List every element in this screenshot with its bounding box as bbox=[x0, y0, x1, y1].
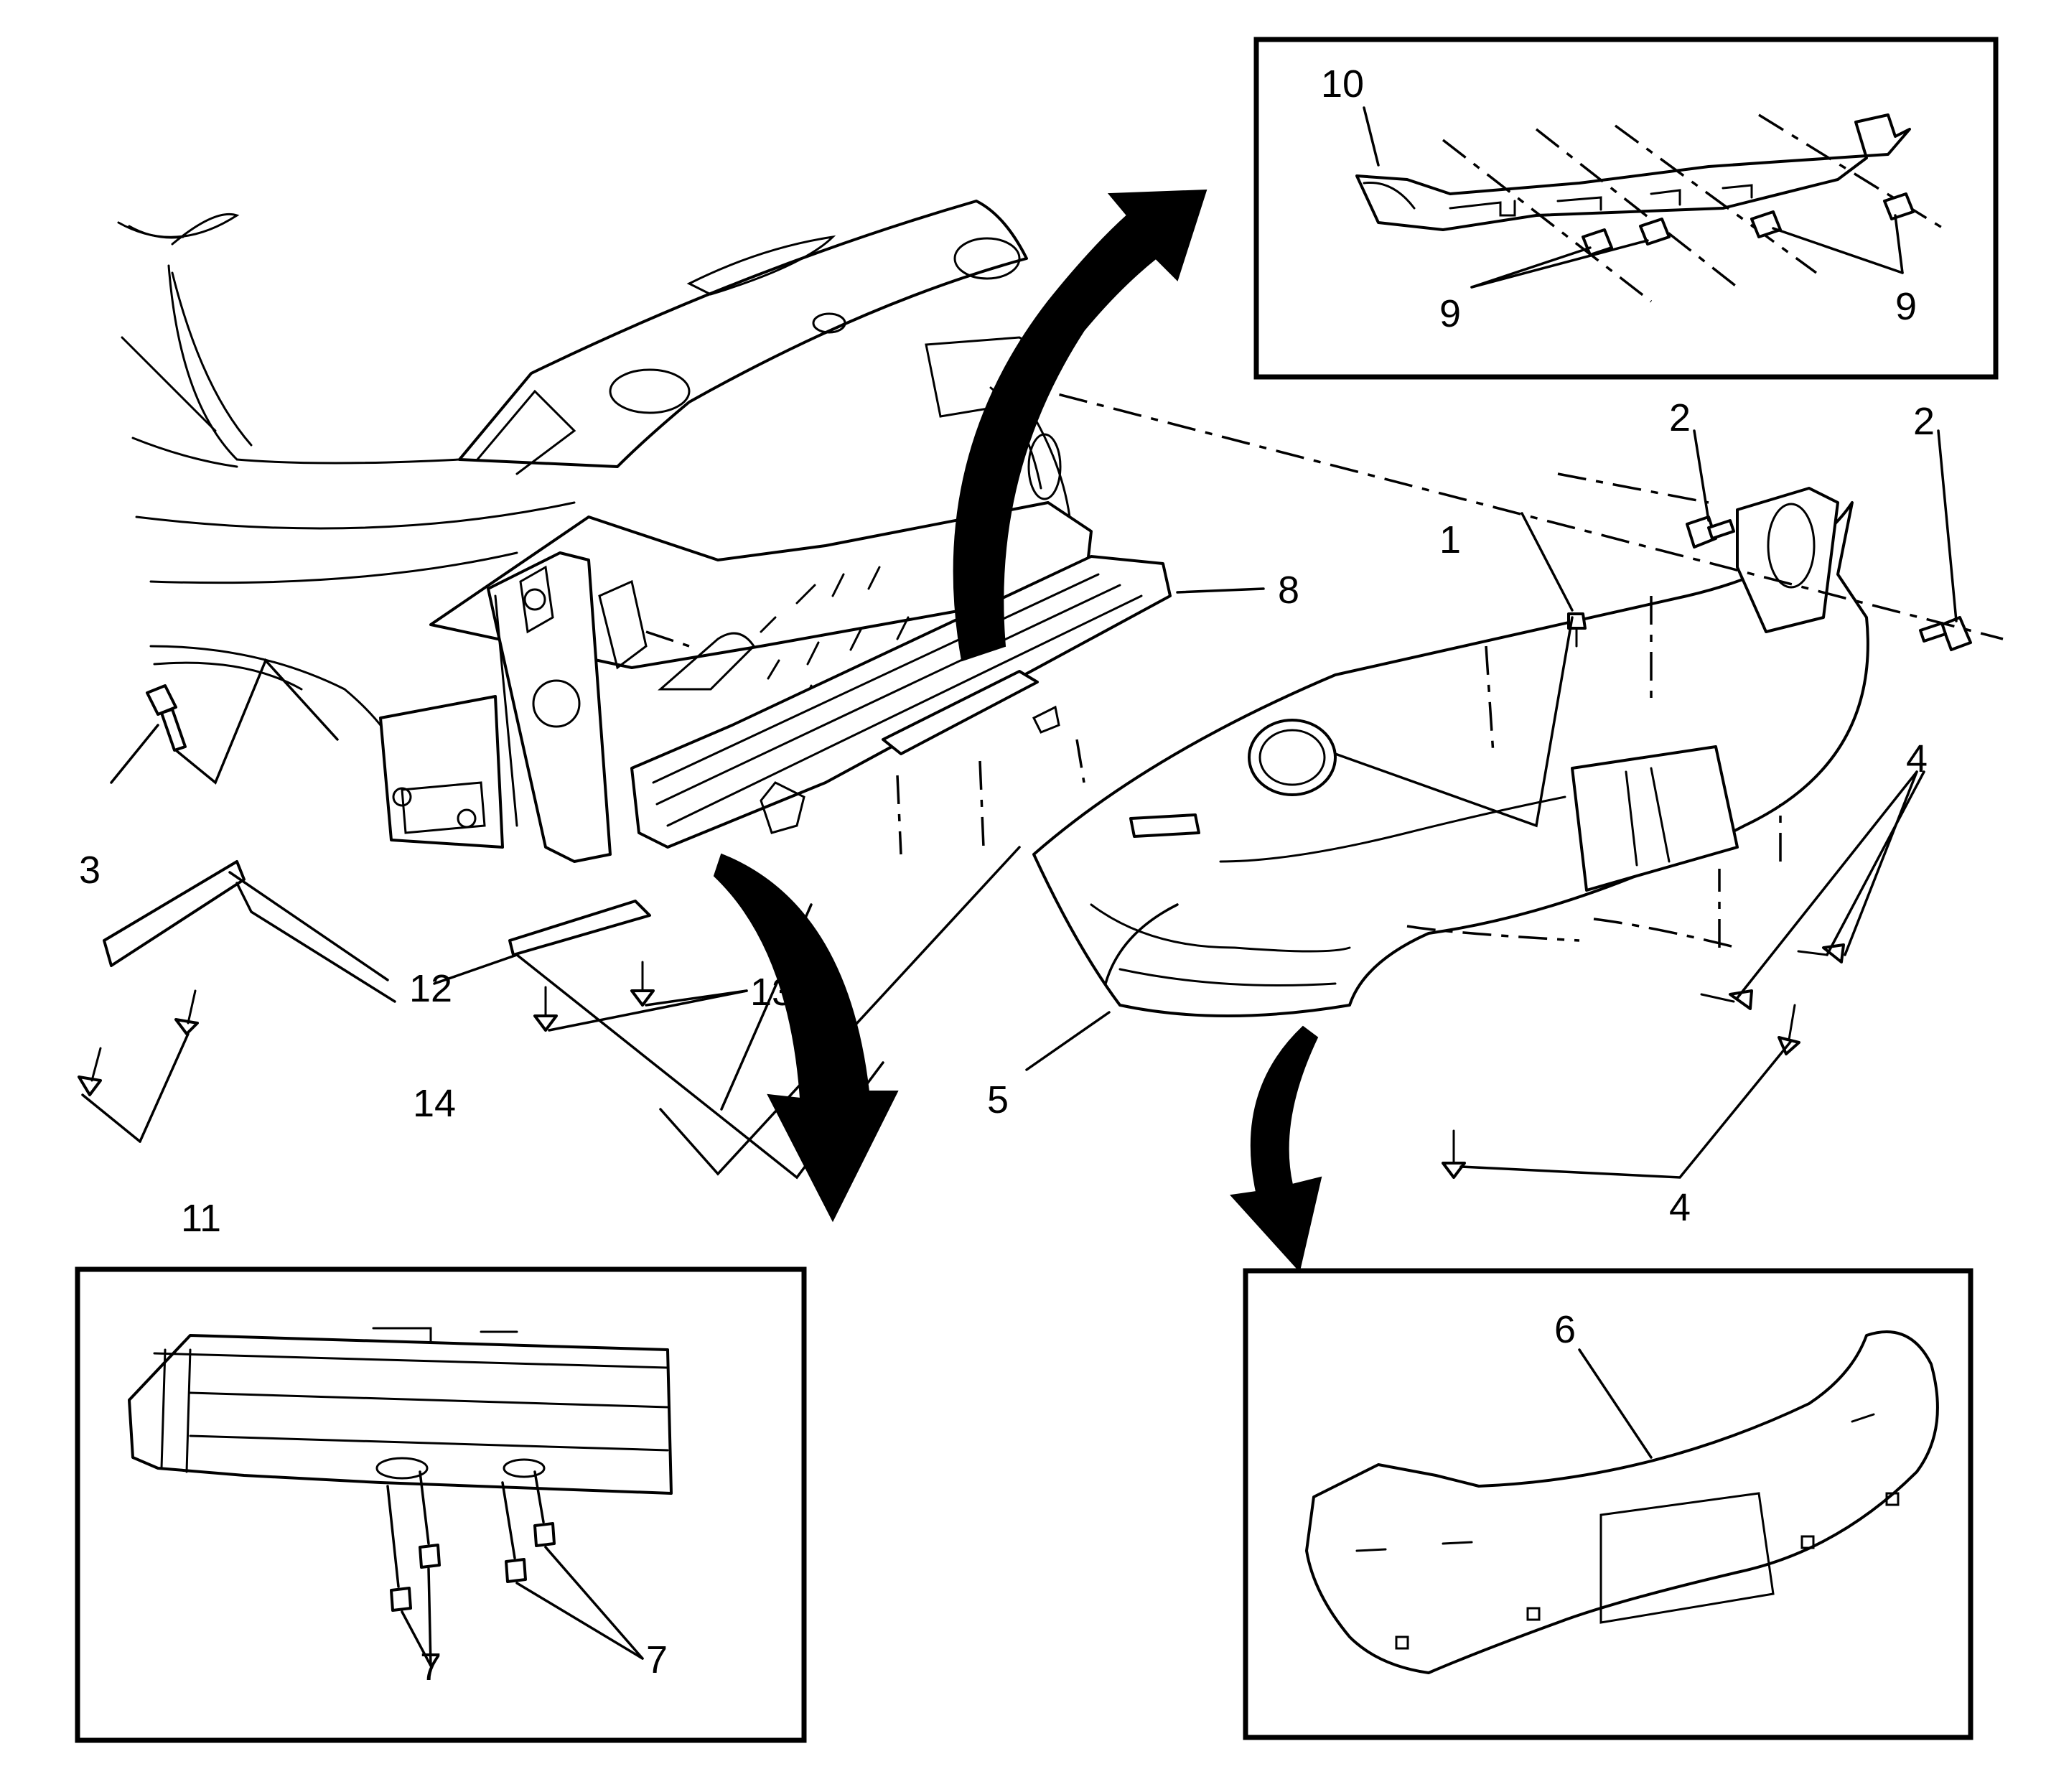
callout-6: 6 bbox=[1554, 1308, 1576, 1351]
vehicle-rear-body bbox=[117, 200, 1093, 863]
bolt-2-right-icon bbox=[1919, 616, 1972, 651]
screw-13-right-icon bbox=[630, 961, 655, 1007]
callout-14: 14 bbox=[413, 1082, 456, 1125]
screw-4-bottom-left-icon bbox=[1442, 1129, 1466, 1179]
bolt-7-a-icon bbox=[390, 1587, 412, 1612]
callout-9-right: 9 bbox=[1895, 285, 1917, 328]
rear-fascia bbox=[1032, 487, 1869, 1017]
arrow-to-inset-absorber-icon bbox=[953, 189, 1207, 662]
bolt-7-b-icon bbox=[419, 1544, 441, 1569]
callout-2-left: 2 bbox=[1669, 396, 1691, 439]
screw-4-top-icon bbox=[1797, 943, 1845, 963]
bolt-7-d-icon bbox=[533, 1522, 556, 1547]
screw-4-bottom-right-icon bbox=[1778, 1004, 1800, 1055]
nut-9-b-icon bbox=[1639, 218, 1671, 246]
callout-12: 12 bbox=[409, 967, 452, 1010]
callout-4-top: 4 bbox=[1906, 737, 1928, 780]
callout-10: 10 bbox=[1321, 62, 1364, 106]
callout-11: 11 bbox=[181, 1197, 221, 1240]
inset-energy-absorber bbox=[1243, 1268, 1973, 1740]
inset-absorber-bracket bbox=[1253, 37, 1999, 380]
inset-impact-bar-bolts bbox=[75, 1266, 807, 1743]
callout-13: 13 bbox=[750, 971, 793, 1014]
callout-arrows bbox=[713, 189, 1322, 1273]
bracket-14 bbox=[508, 900, 651, 956]
callout-1: 1 bbox=[1439, 518, 1461, 561]
screw-11-left-icon bbox=[78, 1047, 102, 1096]
bolt-3-icon bbox=[146, 684, 187, 752]
callout-4-bottom: 4 bbox=[1669, 1186, 1691, 1229]
screw-11-right-icon bbox=[174, 989, 199, 1035]
callout-5: 5 bbox=[987, 1078, 1009, 1121]
callout-7-left: 7 bbox=[420, 1646, 442, 1689]
callout-labels: 1 2 2 3 4 4 5 6 7 7 8 9 9 10 11 12 13 14 bbox=[79, 62, 1935, 1689]
bolt-2-left-icon bbox=[1686, 515, 1735, 549]
fasteners bbox=[78, 515, 1972, 1179]
callout-2-right: 2 bbox=[1913, 400, 1935, 443]
callout-7-right: 7 bbox=[646, 1638, 668, 1681]
bolt-7-c-icon bbox=[505, 1558, 527, 1583]
bracket-12 bbox=[103, 860, 246, 967]
callout-8: 8 bbox=[1278, 569, 1299, 612]
impact-bar bbox=[630, 555, 1172, 849]
nut-9-d-icon bbox=[1883, 192, 1915, 220]
screw-13-left-icon bbox=[533, 986, 558, 1032]
callout-3: 3 bbox=[79, 849, 101, 892]
screw-4-mid-icon bbox=[1700, 989, 1753, 1010]
callout-9-left: 9 bbox=[1439, 292, 1461, 335]
arrow-to-inset-impact-bar-icon bbox=[713, 853, 899, 1223]
arrow-to-inset-energy-absorber-icon bbox=[1229, 1025, 1322, 1273]
